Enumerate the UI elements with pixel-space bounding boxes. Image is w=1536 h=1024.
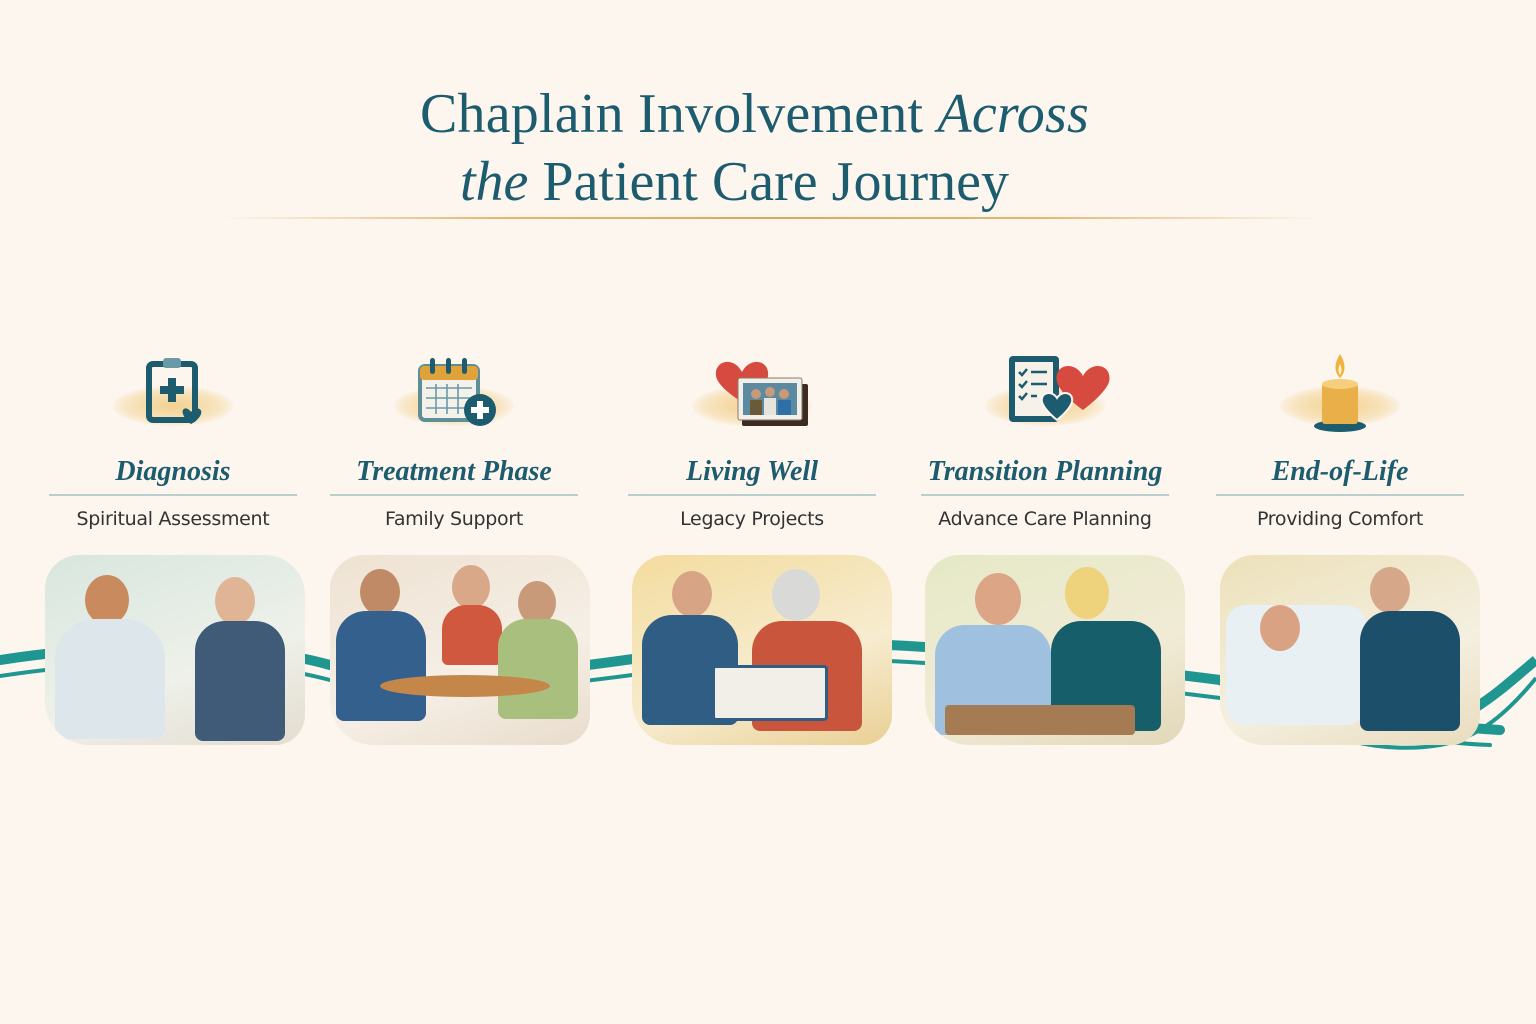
stage-icon-container [1280, 350, 1400, 440]
stage-subtitle: Family Support [384, 508, 524, 530]
stage-living-well: Living Well Legacy Projects [622, 350, 882, 530]
stage-subtitle: Spiritual Assessment [76, 508, 270, 530]
scene-photo-album-with-elder [632, 555, 892, 745]
clipboard-medical-heart-icon [146, 358, 202, 424]
stage-rule [921, 494, 1169, 496]
scene-patient-gown-with-chaplain [45, 555, 305, 745]
stage-subtitle: Advance Care Planning [938, 508, 1152, 530]
stage-title: Transition Planning [927, 456, 1163, 487]
title-line2-main: Patient Care Journey [542, 151, 1009, 213]
heart-photo-album-icon [715, 361, 808, 426]
stage-title: End-of-Life [1271, 456, 1409, 487]
stage-transition-planning: Transition Planning Advance Care Plannin… [915, 350, 1175, 530]
stage-treatment-phase: Treatment Phase Family Support [324, 350, 584, 530]
stage-rule [330, 494, 578, 496]
calendar-plus-icon [418, 358, 496, 426]
stage-icon-container [692, 350, 812, 440]
stage-end-of-life: End-of-Life Providing Comfort [1210, 350, 1470, 530]
scene-family-meeting-at-table [330, 555, 590, 745]
title-line-1: Chaplain Involvement Across [420, 82, 1089, 146]
stage-icon-container [985, 350, 1110, 440]
stage-rule [628, 494, 876, 496]
title-line1-italic: Across [937, 83, 1089, 145]
stage-title: Living Well [686, 456, 818, 487]
title-line-2: the Patient Care Journey [460, 150, 1009, 214]
candle-icon [1314, 354, 1366, 432]
title-line2-italic: the [460, 151, 529, 213]
stage-rule [1216, 494, 1464, 496]
title-line1-main: Chaplain Involvement [420, 83, 924, 145]
stage-icon-container [113, 350, 233, 440]
stage-icon-container [394, 350, 514, 440]
scene-bedside-comfort [1220, 555, 1480, 745]
stage-title: Diagnosis [115, 456, 231, 487]
stage-rule [49, 494, 297, 496]
stage-diagnosis: Diagnosis Spiritual Assessment [43, 350, 303, 530]
scene-couple-planning-documents [925, 555, 1185, 745]
checklist-hearts-icon [1009, 356, 1110, 422]
stage-title: Treatment Phase [356, 456, 552, 487]
stage-subtitle: Legacy Projects [680, 508, 824, 530]
stage-subtitle: Providing Comfort [1256, 508, 1424, 530]
title-divider [220, 217, 1320, 219]
